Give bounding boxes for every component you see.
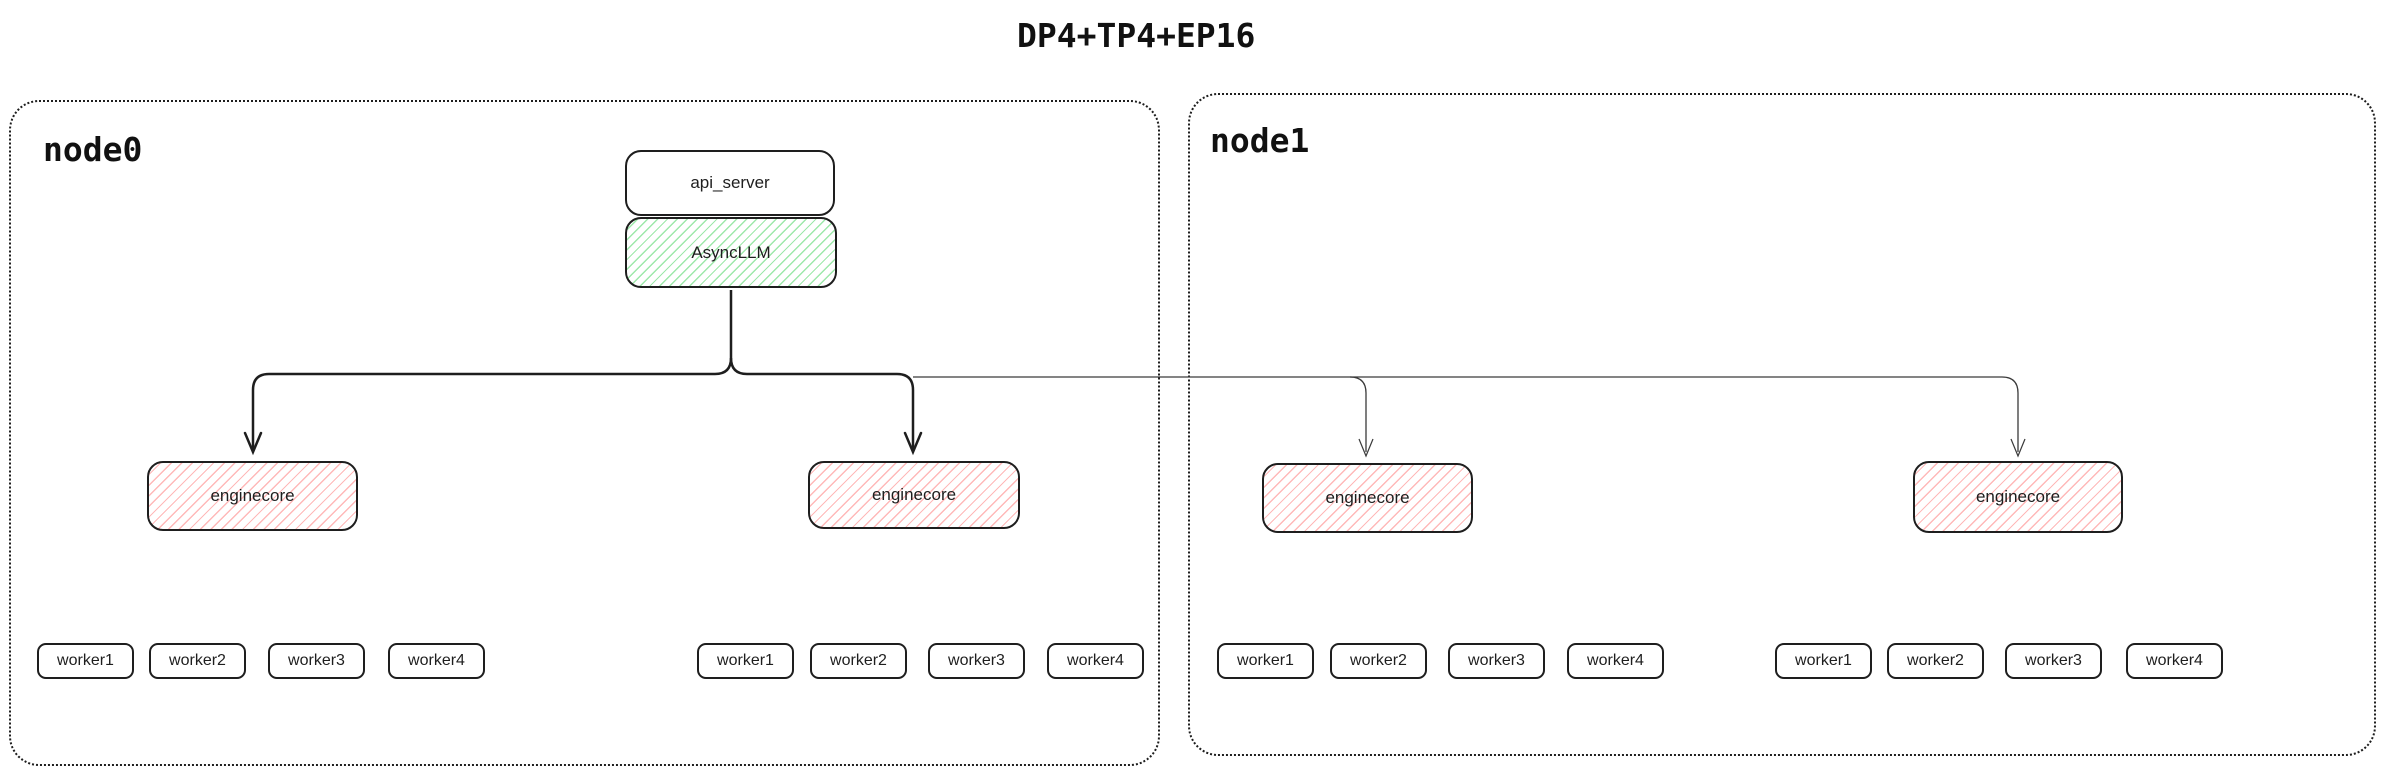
worker-box: worker2 [1330, 643, 1427, 679]
worker-box: worker2 [810, 643, 907, 679]
worker-box: worker3 [1448, 643, 1545, 679]
worker-box: worker3 [2005, 643, 2102, 679]
worker-box: worker4 [1567, 643, 1664, 679]
enginecore-box-1: enginecore [147, 461, 358, 531]
asyncllm-box: AsyncLLM [625, 217, 837, 288]
worker-box: worker4 [1047, 643, 1144, 679]
diagram-title: DP4+TP4+EP16 [1017, 16, 1256, 55]
worker-box: worker2 [149, 643, 246, 679]
worker-box: worker1 [697, 643, 794, 679]
node0-label: node0 [43, 130, 143, 169]
worker-box: worker1 [1775, 643, 1872, 679]
enginecore-box-4: enginecore [1913, 461, 2123, 533]
enginecore-box-3: enginecore [1262, 463, 1473, 533]
worker-box: worker1 [37, 643, 134, 679]
worker-box: worker3 [268, 643, 365, 679]
worker-box: worker2 [1887, 643, 1984, 679]
worker-box: worker4 [388, 643, 485, 679]
node1-label: node1 [1210, 121, 1310, 160]
worker-box: worker1 [1217, 643, 1314, 679]
worker-box: worker4 [2126, 643, 2223, 679]
enginecore-box-2: enginecore [808, 461, 1020, 529]
worker-box: worker3 [928, 643, 1025, 679]
api-server-box: api_server [625, 150, 835, 216]
